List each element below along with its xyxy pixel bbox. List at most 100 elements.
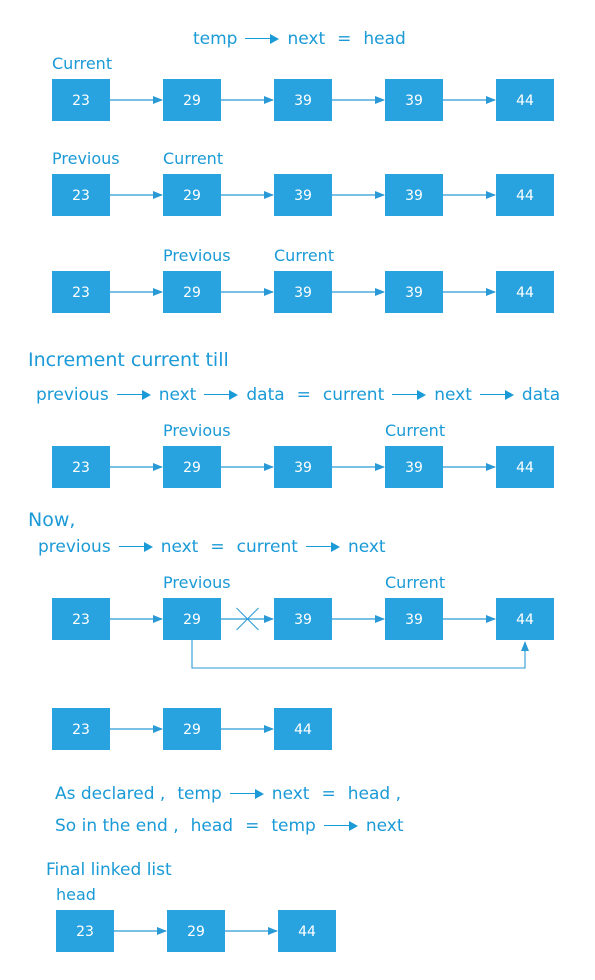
- list-node: [274, 174, 332, 216]
- right-arrow-icon: [245, 33, 280, 45]
- pointer-label-previous: Previous: [163, 421, 231, 440]
- node-value: 39: [294, 93, 312, 109]
- node-value: 23: [72, 460, 90, 476]
- node-value: 44: [298, 924, 316, 940]
- list-node: [385, 79, 443, 121]
- list-node: [496, 79, 554, 121]
- pointer-label-previous: Previous: [52, 149, 120, 168]
- formula-token: =: [245, 816, 260, 836]
- list-node: [52, 598, 110, 640]
- list-node: [163, 174, 221, 216]
- node-value: 29: [187, 924, 205, 940]
- formula-token: previous: [36, 385, 109, 405]
- list-node: [52, 708, 110, 750]
- node-value: 23: [72, 188, 90, 204]
- list-node: [52, 174, 110, 216]
- title-formula: temp next = head: [193, 28, 406, 50]
- list-node: [52, 446, 110, 488]
- pointer-label-current: Current: [163, 149, 223, 168]
- formula-token: next: [434, 385, 472, 405]
- now-heading: Now,: [28, 509, 76, 531]
- right-arrow-icon: [305, 541, 340, 553]
- node-value: 44: [516, 93, 534, 109]
- formula-token: head ,: [347, 784, 401, 804]
- node-value: 44: [516, 460, 534, 476]
- right-arrow-icon: [229, 788, 264, 800]
- list-node: [385, 446, 443, 488]
- formula-token: temp: [193, 29, 238, 49]
- formula-token: next: [158, 385, 197, 405]
- node-value: 23: [72, 93, 90, 109]
- formula-token: head: [363, 29, 406, 49]
- increment-heading: Increment current till: [28, 349, 229, 371]
- list-node: [496, 174, 554, 216]
- formula-token: previous: [38, 537, 111, 557]
- list-node: [274, 598, 332, 640]
- list-node: [52, 271, 110, 313]
- node-value: 39: [405, 612, 423, 628]
- formula-token: next: [271, 784, 310, 804]
- node-value: 44: [516, 285, 534, 301]
- node-value: 29: [183, 188, 201, 204]
- formula-token: head: [190, 816, 234, 836]
- bypass-pointer: [191, 640, 529, 669]
- formula-token: data: [246, 385, 285, 405]
- list-node: [163, 271, 221, 313]
- list-node: [163, 446, 221, 488]
- node-value: 29: [183, 93, 201, 109]
- node-value: 39: [294, 612, 312, 628]
- node-value: 29: [183, 722, 201, 738]
- declared-formula: As declared , temp next = head ,: [55, 783, 401, 805]
- right-arrow-icon: [392, 389, 427, 401]
- list-node: [274, 708, 332, 750]
- cut-mark-icon: [236, 607, 259, 631]
- list-node: [163, 708, 221, 750]
- formula-token: temp: [177, 784, 222, 804]
- node-value: 29: [183, 285, 201, 301]
- right-arrow-icon: [118, 541, 153, 553]
- formula-token: data: [521, 385, 561, 405]
- node-value: 39: [405, 93, 423, 109]
- formula-token: next: [365, 816, 404, 836]
- formula-token: =: [321, 784, 336, 804]
- list-node: [496, 598, 554, 640]
- list-node: [52, 79, 110, 121]
- list-node: [385, 174, 443, 216]
- pointer-label-current: Current: [385, 573, 445, 592]
- formula-token: current: [322, 385, 385, 405]
- list-node: [385, 598, 443, 640]
- formula-token: =: [337, 29, 352, 49]
- final-list-heading: Final linked list: [46, 860, 172, 880]
- list-node: [163, 598, 221, 640]
- formula-token: next: [287, 29, 326, 49]
- node-value: 39: [405, 285, 423, 301]
- pointer-label-previous: Previous: [163, 246, 231, 265]
- list-node: [274, 79, 332, 121]
- node-value: 39: [405, 188, 423, 204]
- node-value: 23: [76, 924, 94, 940]
- node-value: 44: [294, 722, 312, 738]
- node-value: 39: [405, 460, 423, 476]
- list-node: [385, 271, 443, 313]
- list-node: [167, 910, 225, 952]
- list-node: [496, 271, 554, 313]
- right-arrow-icon: [204, 389, 239, 401]
- pointer-label-previous: Previous: [163, 573, 231, 592]
- pointer-label-head: head: [56, 885, 96, 904]
- list-node: [274, 446, 332, 488]
- formula-token: As declared ,: [55, 784, 166, 804]
- formula-token: next: [160, 537, 199, 557]
- node-value: 29: [183, 460, 201, 476]
- right-arrow-icon: [323, 820, 358, 832]
- list-node: [274, 271, 332, 313]
- node-value: 39: [294, 285, 312, 301]
- formula-token: temp: [271, 816, 316, 836]
- list-node: [56, 910, 114, 952]
- formula-token: =: [210, 537, 225, 557]
- node-value: 29: [183, 612, 201, 628]
- node-value: 39: [294, 460, 312, 476]
